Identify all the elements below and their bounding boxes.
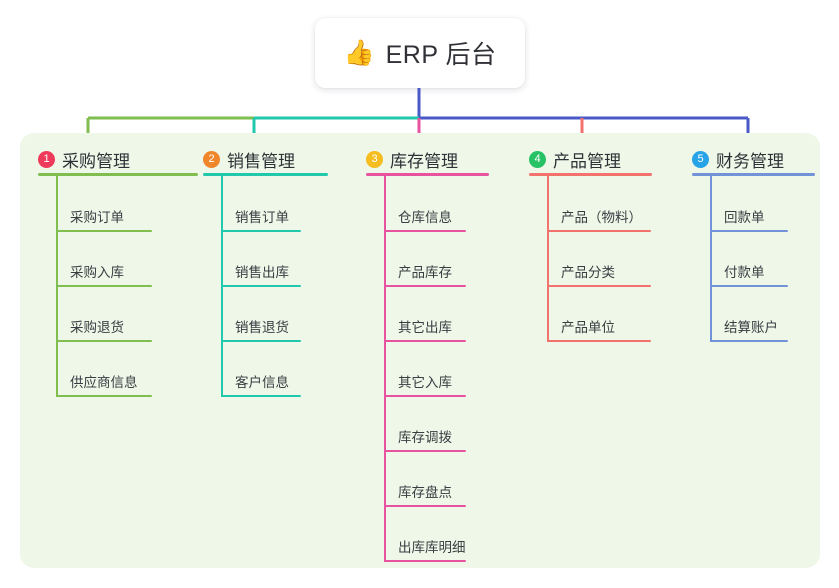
branch-item[interactable]: 回款单: [710, 206, 788, 232]
branch-item-label: 采购退货: [70, 320, 124, 335]
branch-underline-1: [38, 173, 198, 176]
branch-heading-5[interactable]: 5 财务管理: [692, 147, 784, 172]
branch-item-label: 采购入库: [70, 265, 124, 280]
branch-item[interactable]: 销售订单: [221, 206, 301, 232]
branch-underline-4: [529, 173, 652, 176]
branch-item[interactable]: 其它入库: [384, 371, 466, 397]
branch-item-label: 产品（物料）: [561, 210, 642, 225]
branch-heading-3[interactable]: 3 库存管理: [366, 147, 458, 172]
branch-title-1: 采购管理: [62, 152, 130, 171]
branch-item[interactable]: 销售退货: [221, 316, 301, 342]
branch-item-underline: [221, 285, 301, 287]
branch-item-label: 其它入库: [398, 375, 452, 390]
branch-heading-4[interactable]: 4 产品管理: [529, 147, 621, 172]
branch-item-underline: [56, 285, 152, 287]
branch-title-2: 销售管理: [227, 152, 295, 171]
branch-badge-3: 3: [366, 151, 383, 168]
root-node-content: 👍 ERP 后台: [343, 35, 496, 71]
branch-item[interactable]: 供应商信息: [56, 371, 152, 397]
branch-item-label: 产品库存: [398, 265, 452, 280]
branch-item[interactable]: 产品（物料）: [547, 206, 651, 232]
root-node[interactable]: 👍 ERP 后台: [315, 18, 525, 88]
branch-item-underline: [384, 285, 466, 287]
branch-item-underline: [384, 340, 466, 342]
branch-item[interactable]: 产品库存: [384, 261, 466, 287]
branch-item-label: 回款单: [724, 210, 765, 225]
branch-item-underline: [384, 230, 466, 232]
branch-item-label: 结算账户: [724, 320, 778, 335]
branch-item-underline: [710, 285, 788, 287]
branch-item-label: 产品分类: [561, 265, 615, 280]
branch-item-underline: [221, 395, 301, 397]
branch-item[interactable]: 库存调拨: [384, 426, 466, 452]
branches-panel: 1 采购管理采购订单采购入库采购退货供应商信息 2 销售管理销售订单销售出库销售退货客…: [20, 133, 820, 568]
branch-spine-3: [384, 174, 386, 562]
branch-item[interactable]: 销售出库: [221, 261, 301, 287]
branch-item-underline: [384, 450, 466, 452]
branch-item-label: 产品单位: [561, 320, 615, 335]
root-node-title: ERP 后台: [385, 41, 497, 69]
branch-badge-4: 4: [529, 151, 546, 168]
branch-item[interactable]: 仓库信息: [384, 206, 466, 232]
branch-item[interactable]: 采购入库: [56, 261, 152, 287]
branch-item-underline: [384, 395, 466, 397]
branch-item-underline: [547, 340, 651, 342]
branch-item[interactable]: 结算账户: [710, 316, 788, 342]
branch-item-underline: [384, 560, 466, 562]
branch-item-underline: [710, 340, 788, 342]
branch-item[interactable]: 库存盘点: [384, 481, 466, 507]
branch-item[interactable]: 出库库明细: [384, 536, 466, 562]
branch-item-label: 出库库明细: [398, 540, 466, 555]
branch-item-label: 销售订单: [235, 210, 289, 225]
branch-underline-2: [203, 173, 328, 176]
branch-item-label: 客户信息: [235, 375, 289, 390]
branch-item-label: 库存盘点: [398, 485, 452, 500]
branch-item[interactable]: 其它出库: [384, 316, 466, 342]
branch-underline-3: [366, 173, 489, 176]
branch-spine-4: [547, 174, 549, 342]
branch-item[interactable]: 采购退货: [56, 316, 152, 342]
branch-heading-2[interactable]: 2 销售管理: [203, 147, 295, 172]
branch-title-5: 财务管理: [716, 152, 784, 171]
branch-item[interactable]: 付款单: [710, 261, 788, 287]
branch-item[interactable]: 采购订单: [56, 206, 152, 232]
branch-badge-5: 5: [692, 151, 709, 168]
branch-item-label: 销售退货: [235, 320, 289, 335]
branch-item-underline: [56, 395, 152, 397]
branch-item-label: 销售出库: [235, 265, 289, 280]
branch-item-underline: [221, 230, 301, 232]
branch-item-label: 库存调拨: [398, 430, 452, 445]
branch-item[interactable]: 产品分类: [547, 261, 651, 287]
branch-item-underline: [547, 230, 651, 232]
branch-item[interactable]: 客户信息: [221, 371, 301, 397]
branch-item-underline: [710, 230, 788, 232]
branch-item-underline: [56, 230, 152, 232]
branch-spine-5: [710, 174, 712, 342]
branch-item[interactable]: 产品单位: [547, 316, 651, 342]
branch-item-label: 采购订单: [70, 210, 124, 225]
branch-item-label: 付款单: [724, 265, 765, 280]
branch-item-label: 仓库信息: [398, 210, 452, 225]
branch-item-underline: [547, 285, 651, 287]
branch-heading-1[interactable]: 1 采购管理: [38, 147, 130, 172]
branch-item-label: 供应商信息: [70, 375, 138, 390]
branch-item-label: 其它出库: [398, 320, 452, 335]
thumbs-up-icon: 👍: [343, 38, 375, 67]
branch-underline-5: [692, 173, 815, 176]
branch-item-underline: [221, 340, 301, 342]
branch-item-underline: [384, 505, 466, 507]
branch-badge-2: 2: [203, 151, 220, 168]
branch-title-3: 库存管理: [390, 152, 458, 171]
branch-badge-1: 1: [38, 151, 55, 168]
branch-item-underline: [56, 340, 152, 342]
branch-title-4: 产品管理: [553, 152, 621, 171]
